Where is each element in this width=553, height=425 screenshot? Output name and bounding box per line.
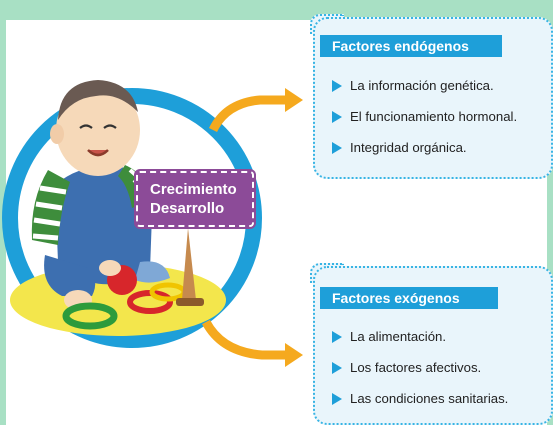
- bullet-triangle-icon: [332, 111, 342, 123]
- list-item: Las condiciones sanitarias.: [332, 390, 508, 421]
- bullet-triangle-icon: [332, 80, 342, 92]
- list-item: Integridad orgánica.: [332, 139, 517, 170]
- baby-leg-left: [44, 255, 96, 296]
- baby-hair: [58, 80, 138, 120]
- baby-head: [56, 84, 140, 176]
- list-item-text: Integridad orgánica.: [350, 140, 467, 155]
- list-item: Los factores afectivos.: [332, 359, 508, 390]
- smile: [87, 149, 109, 157]
- label-line-1: Crecimiento: [150, 181, 237, 198]
- list-item-text: Las condiciones sanitarias.: [350, 391, 509, 406]
- exogenous-title: Factores exógenos: [320, 287, 498, 309]
- exogenous-list: La alimentación. Los factores afectivos.…: [332, 328, 508, 421]
- hand-on-ball: [99, 260, 121, 276]
- list-item: La información genética.: [332, 77, 517, 108]
- list-item-text: La información genética.: [350, 78, 494, 93]
- endogenous-list: La información genética. El funcionamien…: [332, 77, 517, 170]
- list-item-text: El funcionamiento hormonal.: [350, 109, 518, 124]
- list-item-text: Los factores afectivos.: [350, 360, 482, 375]
- stacking-cone: [182, 228, 196, 300]
- baby-overalls: [55, 166, 152, 285]
- bullet-triangle-icon: [332, 142, 342, 154]
- cone-base: [176, 298, 204, 306]
- endogenous-title: Factores endógenos: [320, 35, 502, 57]
- green-ring-toy: [62, 302, 118, 330]
- right-eye: [103, 124, 117, 129]
- left-ear: [50, 124, 64, 144]
- left-eye: [79, 124, 93, 129]
- bullet-triangle-icon: [332, 393, 342, 405]
- bullet-triangle-icon: [332, 362, 342, 374]
- right-arrow-icon: [208, 88, 303, 133]
- bullet-triangle-icon: [332, 331, 342, 343]
- right-foot-sock: [135, 261, 170, 283]
- label-line-2: Desarrollo: [150, 200, 225, 217]
- list-item: El funcionamiento hormonal.: [332, 108, 517, 139]
- right-arrow-icon: [202, 319, 303, 367]
- list-item-text: La alimentación.: [350, 329, 447, 344]
- list-item: La alimentación.: [332, 328, 508, 359]
- growth-development-label: Crecimiento Desarrollo: [136, 171, 254, 227]
- left-sleeve: [31, 170, 70, 245]
- outer-ring: [2, 88, 262, 348]
